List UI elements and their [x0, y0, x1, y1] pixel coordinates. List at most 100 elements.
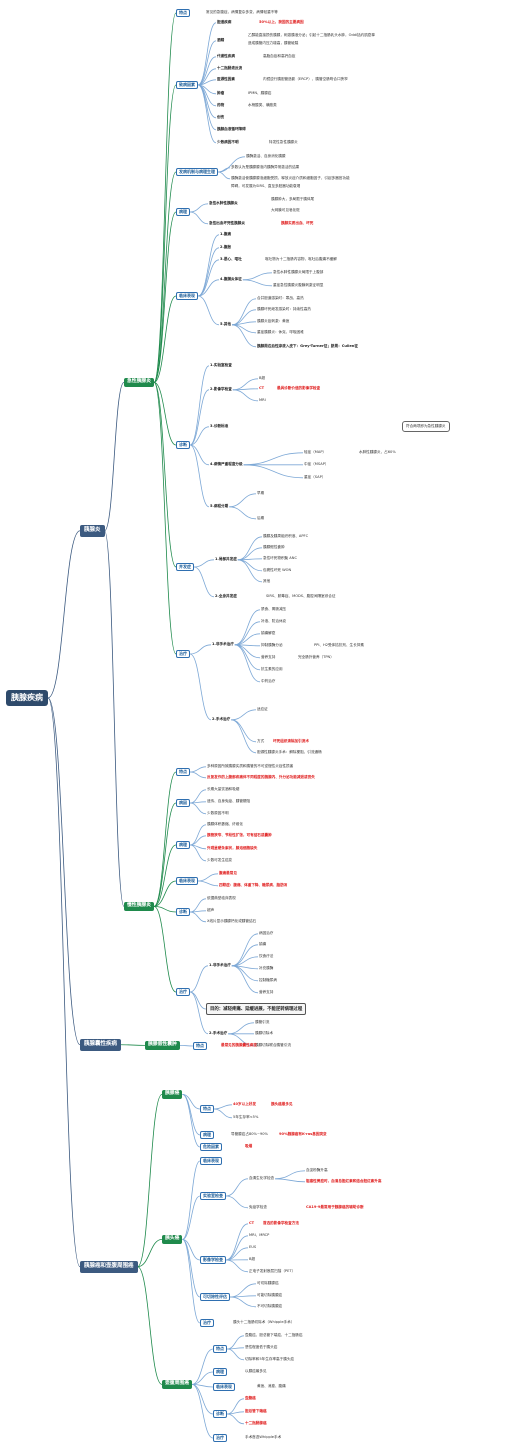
acute-complications[interactable]: 并发症 [176, 563, 194, 571]
connector [226, 1348, 245, 1361]
head-treatment[interactable]: 治疗 [200, 1319, 214, 1327]
head-resectability[interactable]: 可切除性评估 [200, 1293, 230, 1301]
chronic-treat-6: 营养支持 [259, 990, 274, 994]
connector [189, 898, 207, 913]
connector [225, 1259, 249, 1273]
chronic-diag-1: 超声 [207, 908, 215, 912]
acute-treatment[interactable]: 治疗 [176, 650, 190, 658]
connector [47, 697, 81, 1268]
connector [153, 211, 177, 383]
chronic-diagnosis[interactable]: 诊断 [176, 908, 190, 916]
connector [231, 965, 259, 994]
connector [153, 802, 177, 907]
chronic-clin-1: 四联症：腹痛、体重下降、糖尿病、脂肪泻 [219, 883, 288, 887]
connector [189, 771, 207, 779]
acute-diagnosis[interactable]: 诊断 [176, 441, 190, 449]
topic-acute[interactable]: 急性胰腺炎 [124, 378, 154, 387]
peri-features[interactable]: 特点 [213, 1345, 227, 1353]
chronic-cause[interactable]: 病因 [176, 799, 190, 807]
comp-0: 1.局部并发症 [215, 557, 237, 561]
acute-etiology[interactable]: 致病因素 [176, 81, 198, 89]
acute-pathology[interactable]: 病理 [176, 208, 190, 216]
connector [189, 365, 210, 446]
head-imaging[interactable]: 影像学检查 [200, 1256, 226, 1264]
chronic-treatment-goal-note: 目的：减轻疼痛、延缓进展，不能逆转病理过程 [206, 1003, 307, 1015]
chronic-treat-1: 病因治疗 [259, 931, 274, 935]
chronic-pathology[interactable]: 病理 [176, 841, 190, 849]
connector [217, 167, 231, 173]
connector [228, 1022, 255, 1035]
etiology-1: 50%以上，我国的主要病因 [259, 20, 304, 24]
chronic-diag-0: 依据典型临床表现 [207, 896, 236, 900]
root-topic[interactable]: 胰腺疾病 [6, 690, 48, 706]
topic-pseudocyst[interactable]: 胰腺假性囊肿 [145, 1041, 180, 1050]
comp-1: 胰腺及胰周组织积液、APFC [263, 534, 309, 538]
peri-diagnosis[interactable]: 诊断 [213, 1410, 227, 1418]
topic-head-cancer[interactable]: 胰头癌 [162, 1235, 183, 1244]
topic-chronic[interactable]: 慢性胰腺炎 [124, 902, 154, 911]
topic-pancreatic-cancer[interactable]: 胰腺癌 [162, 1090, 183, 1099]
connector [153, 381, 177, 655]
topic-tumor[interactable]: 胰腺癌和壶腹周围癌 [80, 1261, 138, 1273]
connector [153, 381, 177, 568]
peri-treatment[interactable]: 治疗 [213, 1434, 227, 1442]
treat-12: 方式 [257, 739, 265, 743]
peri-treat-text: 手术首选Whipple手术 [245, 1435, 282, 1439]
head-img-2: MRI、MRCP [249, 1233, 270, 1237]
connector [275, 1178, 306, 1183]
peri-clinical[interactable]: 临床表现 [213, 1383, 235, 1391]
chronic-clinical[interactable]: 临床表现 [176, 877, 198, 885]
connector [243, 452, 304, 466]
head-clinical[interactable]: 临床表现 [200, 1157, 222, 1165]
cancer-pathology[interactable]: 病理 [200, 1131, 214, 1139]
chronic-treat-5: 控制糖尿病 [259, 978, 277, 982]
acute-mechanism[interactable]: 发病机制与病理生理 [176, 168, 218, 176]
head-resect-2: 不可切除胰腺癌 [257, 1304, 283, 1308]
connector [153, 880, 177, 907]
chronic-treat-9: 胰管引流 [255, 1020, 270, 1024]
path-2: 大网膜可见皂化斑 [271, 208, 300, 212]
chronic-treatment[interactable]: 治疗 [176, 988, 190, 996]
acute-features[interactable]: 特点 [176, 9, 190, 17]
diagnosis-criteria-callout: 符合两项即为急性胰腺炎 [402, 421, 450, 432]
acute-clinical[interactable]: 临床表现 [176, 292, 198, 300]
connector [137, 1094, 163, 1268]
connector [237, 559, 263, 583]
chronic-features[interactable]: 特点 [176, 768, 190, 776]
etiology-11: IPMN、胰腺癌 [248, 91, 272, 95]
connector [189, 211, 209, 225]
connector [243, 464, 304, 479]
chronic-features-0: 多种原因所致胰腺实质和胰管的不可逆慢性炎症性损害 [207, 764, 294, 768]
diag-8: 4.病情严重程度分级 [210, 462, 243, 466]
clin-11: 重症胰腺炎：休克、呼吸困难 [257, 330, 304, 334]
pseudocyst-features[interactable]: 特点 [193, 1042, 207, 1050]
etiology-15: 胰腺血液循环障碍 [217, 127, 246, 131]
treat-5: PPI、H2受体拮抗剂、生长抑素 [314, 643, 364, 647]
head-resect-1: 可能切除胰腺癌 [257, 1293, 283, 1297]
clin-12: 胰腺周边血性渗液入皮下：Grey-Turner征；脐周：Cullen征 [257, 344, 358, 348]
treat-6: 营养支持 [261, 655, 276, 659]
cancer-risk[interactable]: 危险因素 [200, 1143, 222, 1151]
cancer-features-1: 胰头癌最多见 [271, 1102, 293, 1106]
etiology-2: 酒精 [217, 38, 225, 42]
connector [191, 1384, 214, 1439]
head-lab-4: CA19-9最常用于胰腺癌的辅助诊断 [306, 1205, 364, 1209]
chronic-path-0: 胰腺体积萎缩、纤维化 [207, 822, 243, 826]
connector [104, 530, 125, 907]
treat-7: 完全肠外营养（TPN） [298, 655, 334, 659]
topic-cyst[interactable]: 胰腺囊性疾病 [80, 1039, 122, 1051]
topic-pancreatitis[interactable]: 胰腺炎 [80, 525, 105, 537]
peri-pathology[interactable]: 病理 [213, 1368, 227, 1376]
connector [234, 644, 261, 659]
etiology-6: 高脂血症和高钙血症 [263, 54, 296, 58]
chronic-treat-3: 饮食疗法 [259, 954, 274, 958]
connector [229, 493, 257, 508]
head-lab[interactable]: 实验室检查 [200, 1192, 226, 1200]
chronic-cause-2: 少数原因不明 [207, 811, 229, 815]
chronic-features-1: 反复发作的上腹部疼痛伴不同程度的胰腺内、外分泌功能减退或丧失 [207, 775, 315, 779]
chronic-cause-0: 长期大量饮酒和吸烟 [207, 787, 240, 791]
cancer-features[interactable]: 特点 [200, 1105, 214, 1113]
connector [182, 1160, 201, 1240]
clin-0: 1.腹痛 [220, 232, 232, 236]
topic-periampullary[interactable]: 壶腹周围癌 [162, 1380, 192, 1389]
